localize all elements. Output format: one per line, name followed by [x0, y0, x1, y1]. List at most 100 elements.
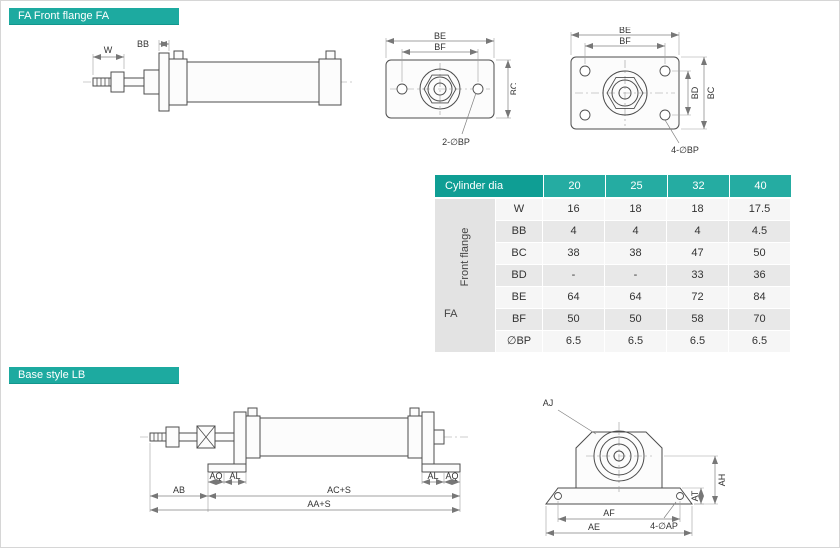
dim-label-4ap: 4-∅AP — [650, 521, 678, 531]
column-header: 25 — [606, 175, 667, 197]
value-cell: - — [543, 265, 604, 286]
dim-label-bf: BF — [619, 36, 631, 46]
cylinder-with-brackets — [149, 407, 461, 473]
dim-label-aq-right: AQ — [445, 471, 458, 481]
dim-label-ah: AH — [717, 474, 726, 487]
cylinder-body-drawing — [92, 50, 342, 112]
dim-label-bd: BD — [690, 86, 700, 99]
dim-label-bb: BB — [137, 39, 149, 49]
table-header: Cylinder dia 20 25 32 40 — [435, 175, 791, 197]
table-row: BF 50 50 58 70 — [496, 309, 790, 330]
fa-side-view-drawing: W BB — [83, 39, 353, 112]
value-cell: 4 — [667, 221, 728, 242]
value-cell: 50 — [729, 243, 790, 264]
column-header: 40 — [730, 175, 791, 197]
value-cell: 58 — [667, 309, 728, 330]
value-cell: 64 — [605, 287, 666, 308]
column-header: 32 — [668, 175, 729, 197]
series-label: FA — [444, 308, 458, 320]
param-cell: BB — [496, 221, 542, 242]
value-cell: 72 — [667, 287, 728, 308]
column-header: 20 — [544, 175, 605, 197]
value-cell: 4.5 — [729, 221, 790, 242]
value-cell: 18 — [667, 199, 728, 220]
section-banner-front-flange: FA Front flange FA — [9, 8, 179, 25]
fa-flange2-dimensions: BE BF BC 2-∅BP — [385, 32, 516, 147]
dim-label-ab: AB — [173, 485, 185, 495]
dim-label-aa-s: AA+S — [307, 499, 330, 509]
value-cell: 38 — [543, 243, 604, 264]
value-cell: 47 — [667, 243, 728, 264]
bolt-hole — [659, 109, 671, 121]
param-cell: BC — [496, 243, 542, 264]
value-cell: 84 — [729, 287, 790, 308]
fa-flange4-dimensions: BE BF BD BC 4-∅BP — [570, 27, 716, 155]
fa-flange-2hole-drawing: BE BF BC 2-∅BP — [385, 32, 516, 147]
value-cell: 64 — [543, 287, 604, 308]
dim-label-al-right: AL — [427, 471, 438, 481]
table-row: W 16 18 18 17.5 — [496, 199, 790, 220]
bolt-hole — [579, 65, 591, 77]
dim-label-bc: BC — [509, 82, 516, 95]
dim-label-at: AT — [690, 490, 700, 501]
param-cell: BF — [496, 309, 542, 330]
dim-label-w: W — [104, 45, 113, 55]
fa-spec-table: Cylinder dia 20 25 32 40 Front flange FA… — [435, 175, 791, 352]
bolt-hole — [472, 83, 484, 95]
group-label: Front flange — [459, 227, 471, 287]
bolt-hole — [579, 109, 591, 121]
value-cell: 4 — [543, 221, 604, 242]
table-group-cell: Front flange FA — [435, 199, 495, 352]
lb-side-dimensions: AQ AL AL AQ AB AC+S AA+S — [149, 443, 461, 513]
dim-label-af: AF — [603, 508, 615, 518]
dim-label-2bp: 2-∅BP — [442, 137, 470, 147]
value-cell: 70 — [729, 309, 790, 330]
table-row: ∅BP 6.5 6.5 6.5 6.5 — [496, 331, 790, 352]
value-cell: 50 — [605, 309, 666, 330]
base-bolt-hole — [676, 492, 684, 500]
dim-label-4bp: 4-∅BP — [671, 145, 699, 155]
value-cell: - — [605, 265, 666, 286]
fa-flange-4hole-drawing: BE BF BD BC 4-∅BP — [570, 27, 716, 155]
dim-label-ae: AE — [588, 522, 600, 532]
value-cell: 17.5 — [729, 199, 790, 220]
param-cell: BE — [496, 287, 542, 308]
dim-label-be: BE — [434, 32, 446, 41]
value-cell: 4 — [605, 221, 666, 242]
table-header-label: Cylinder dia — [435, 175, 543, 197]
value-cell: 38 — [605, 243, 666, 264]
dim-label-bc: BC — [706, 86, 716, 99]
param-cell: W — [496, 199, 542, 220]
value-cell: 16 — [543, 199, 604, 220]
table-body: Front flange FA W 16 18 18 17.5 BB 4 4 4… — [435, 199, 791, 352]
lb-end-dimensions: AJ AT AH AF AE 4-∅AP — [543, 398, 726, 536]
table-row: BB 4 4 4 4.5 — [496, 221, 790, 242]
table-row: BC 38 38 47 50 — [496, 243, 790, 264]
lb-side-view-drawing: AQ AL AL AQ AB AC+S AA+S — [140, 407, 470, 513]
value-cell: 18 — [605, 199, 666, 220]
fa-side-dimensions: W BB — [92, 39, 170, 75]
lb-end-view-drawing: AJ AT AH AF AE 4-∅AP — [543, 398, 726, 536]
value-cell: 6.5 — [543, 331, 604, 352]
param-cell: ∅BP — [496, 331, 542, 352]
base-bolt-hole — [554, 492, 562, 500]
dim-label-be: BE — [619, 27, 631, 35]
table-rows: W 16 18 18 17.5 BB 4 4 4 4.5 BC 38 38 — [496, 199, 790, 352]
dim-label-aq-left: AQ — [209, 471, 222, 481]
param-cell: BD — [496, 265, 542, 286]
bolt-hole — [659, 65, 671, 77]
dim-label-al-left: AL — [229, 471, 240, 481]
value-cell: 6.5 — [729, 331, 790, 352]
value-cell: 6.5 — [605, 331, 666, 352]
value-cell: 33 — [667, 265, 728, 286]
value-cell: 36 — [729, 265, 790, 286]
table-row: BD - - 33 36 — [496, 265, 790, 286]
dim-label-ac-s: AC+S — [327, 485, 351, 495]
bolt-hole — [396, 83, 408, 95]
dim-label-bf: BF — [434, 42, 446, 52]
section-banner-base-style: Base style LB — [9, 367, 179, 384]
value-cell: 6.5 — [667, 331, 728, 352]
value-cell: 50 — [543, 309, 604, 330]
table-row: BE 64 64 72 84 — [496, 287, 790, 308]
